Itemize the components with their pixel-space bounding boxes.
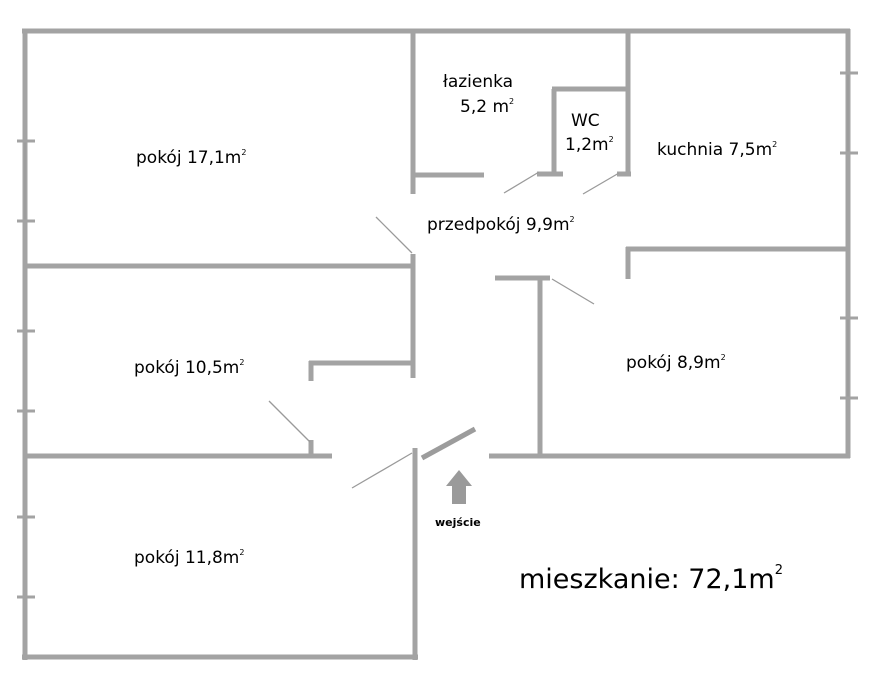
door-room3 (551, 278, 595, 305)
room-label-lazienka: łazienka (443, 72, 513, 92)
windows (17, 71, 858, 599)
door-entrance (420, 426, 477, 461)
room-label-przedpokoj: przedpokój 9,9m2 (427, 215, 575, 235)
room-label-pokoj-17: pokój 17,1m2 (136, 148, 246, 168)
doors (268, 171, 620, 489)
room-area-wc: 1,2m2 (565, 135, 614, 155)
room-label-pokoj-8: pokój 8,9m2 (626, 353, 726, 373)
door-wc (582, 172, 620, 195)
room-label-wc: WC (571, 111, 600, 131)
room-area-lazienka: 5,2 m2 (460, 97, 514, 117)
door-room4 (351, 452, 413, 489)
entrance-label: wejście (435, 516, 481, 529)
door-bathroom (503, 171, 540, 194)
door-room1 (375, 216, 413, 254)
room-label-kuchnia: kuchnia 7,5m2 (657, 140, 777, 160)
door-room2 (268, 400, 311, 443)
interior-walls (25, 29, 850, 459)
room-label-pokoj-10: pokój 10,5m2 (134, 358, 244, 378)
room-label-pokoj-11: pokój 11,8m2 (134, 548, 244, 568)
total-area: mieszkanie: 72,1m2 (519, 563, 783, 595)
up-arrow-icon (446, 470, 472, 504)
